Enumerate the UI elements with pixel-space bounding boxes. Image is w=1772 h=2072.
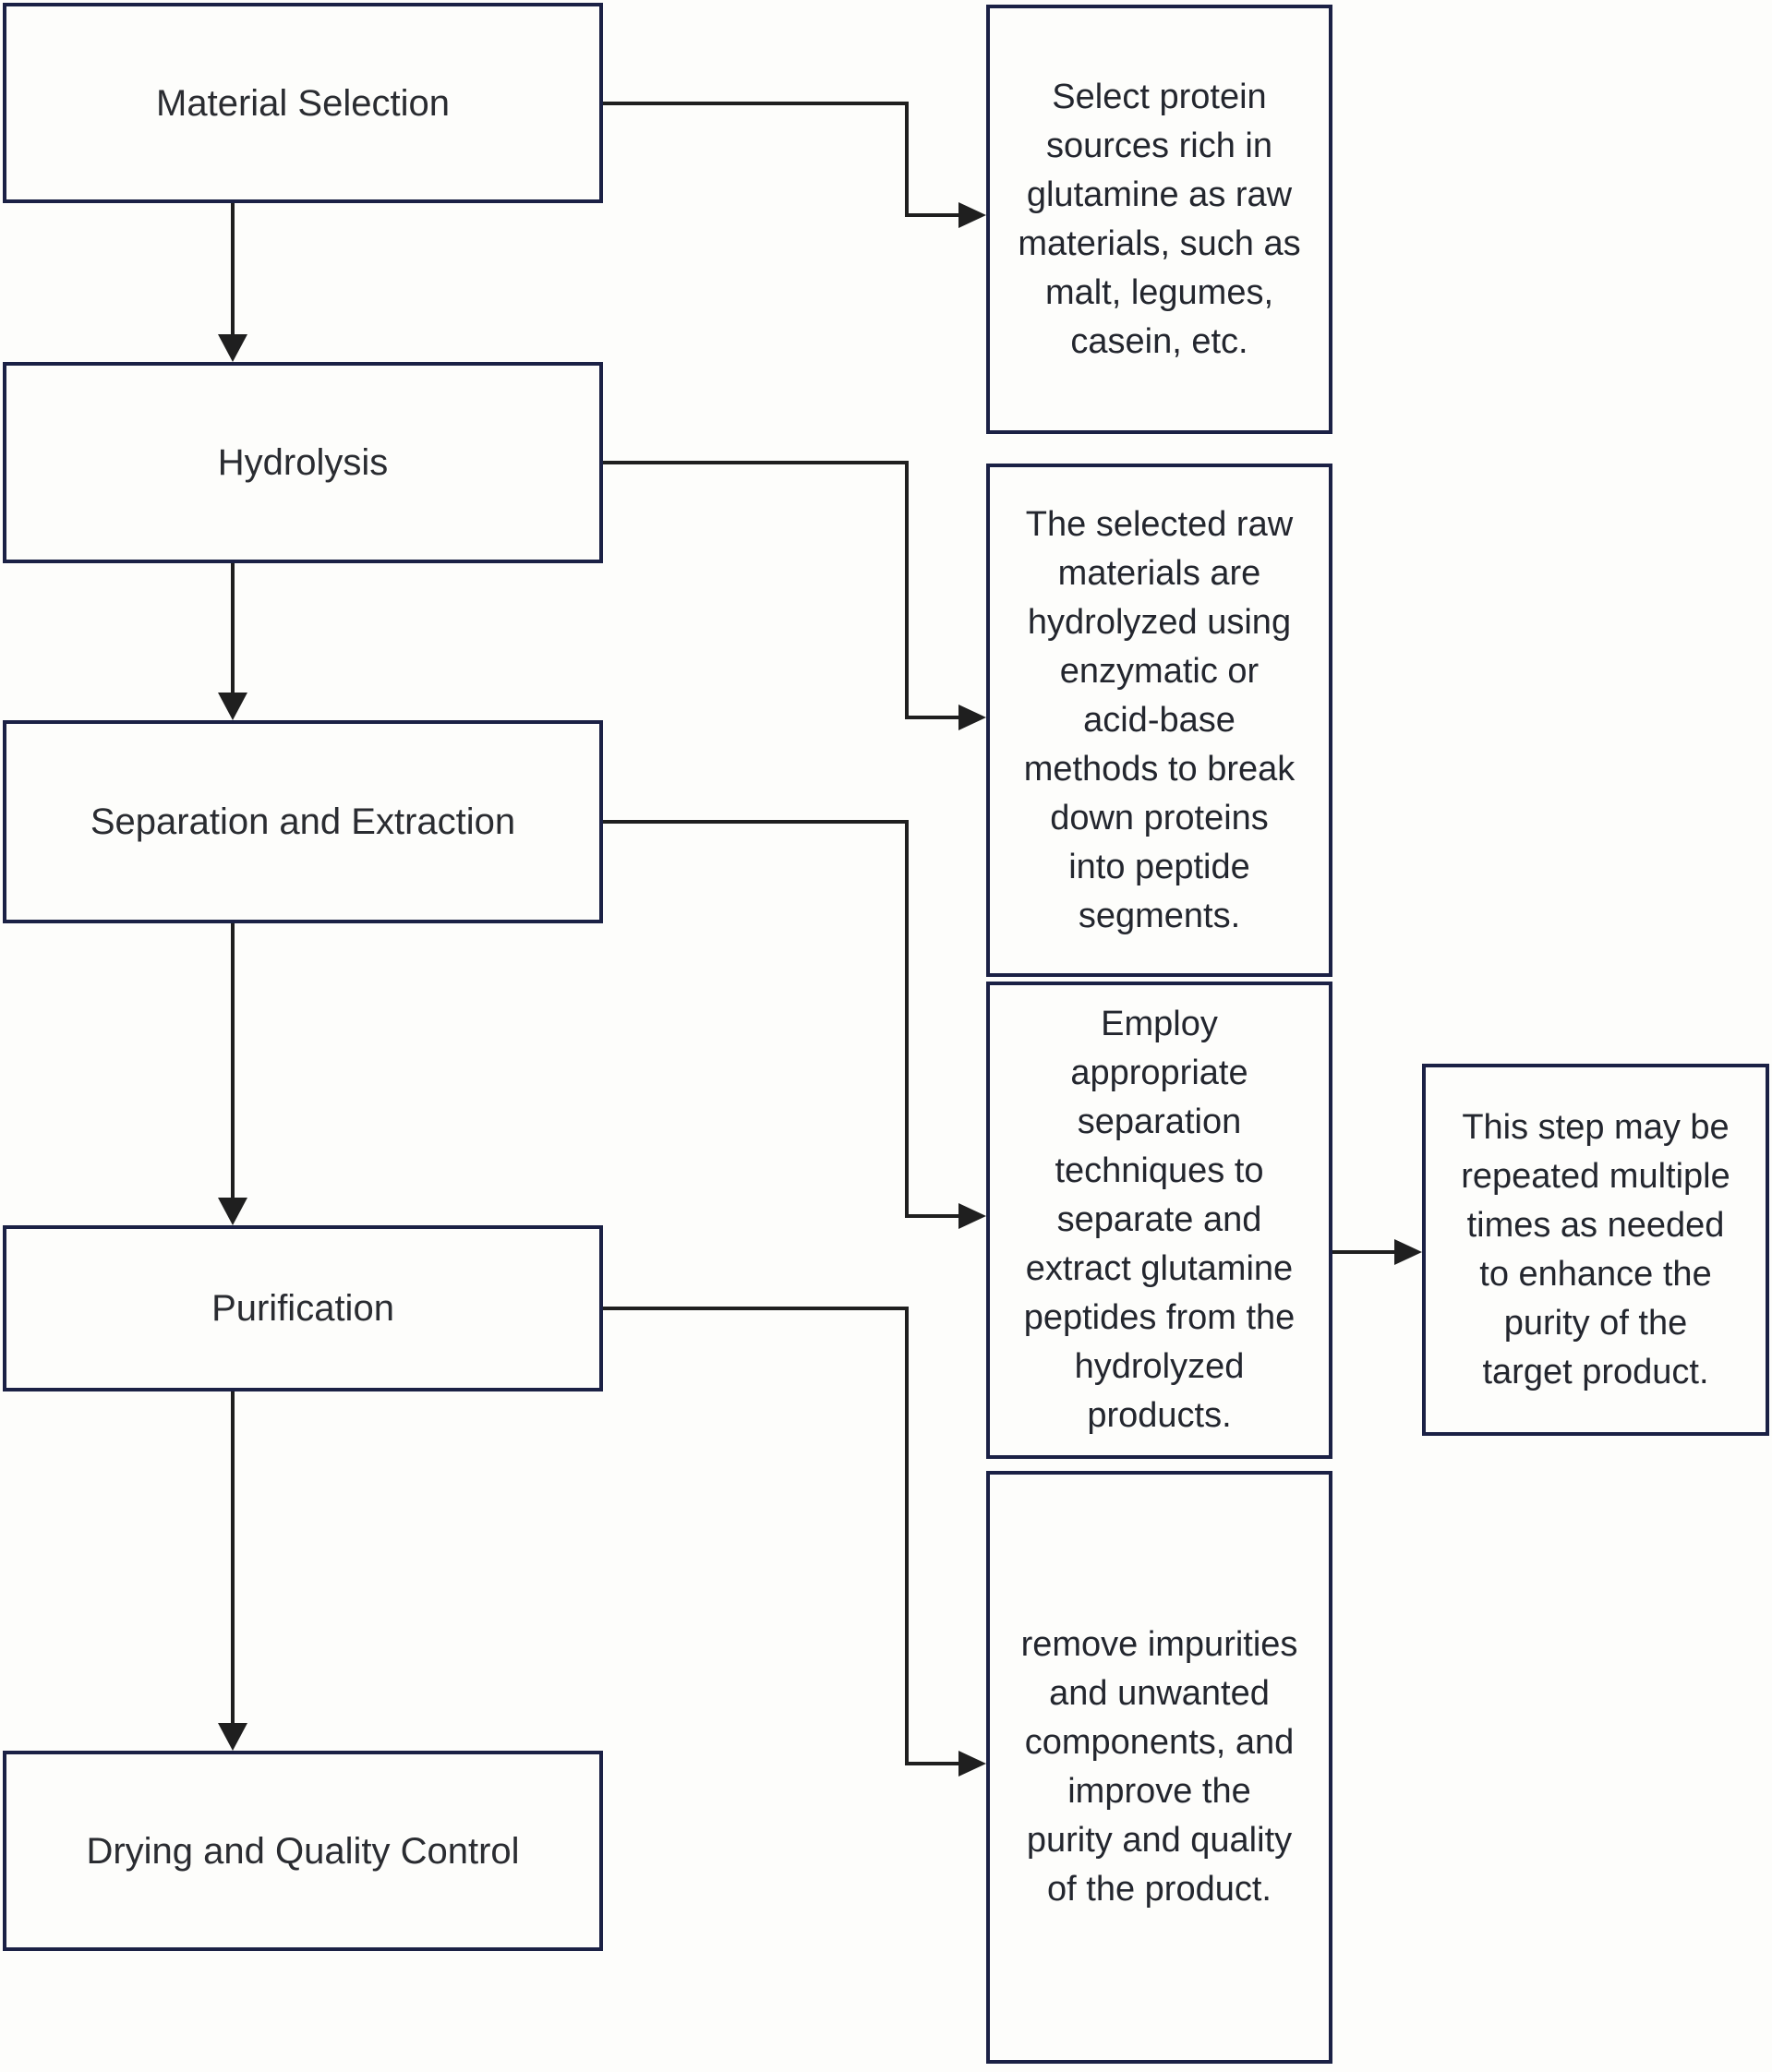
step-label: Purification: [211, 1288, 394, 1329]
description-box-separation-and-extraction: Employ appropriate separation techniques…: [986, 982, 1332, 1459]
step-box-separation-and-extraction: Separation and Extraction: [3, 720, 603, 923]
description-box-purification: remove impurities and unwanted component…: [986, 1471, 1332, 2064]
note-box-repetition: This step may be repeated multiple times…: [1422, 1064, 1769, 1436]
arrow-shaft: [231, 563, 235, 694]
arrowhead-down-icon: [218, 334, 247, 362]
arrowhead-right-icon: [958, 705, 986, 730]
connector-segment: [905, 213, 958, 217]
step-box-hydrolysis: Hydrolysis: [3, 362, 603, 563]
description-text: The selected raw materials are hydrolyze…: [1023, 504, 1296, 935]
arrowhead-down-icon: [218, 1198, 247, 1225]
step-box-purification: Purification: [3, 1225, 603, 1391]
step-box-material-selection: Material Selection: [3, 3, 603, 203]
description-box-hydrolysis: The selected raw materials are hydrolyze…: [986, 464, 1332, 977]
connector-segment: [905, 820, 909, 1218]
step-label: Material Selection: [156, 82, 450, 124]
arrow-shaft: [231, 1391, 235, 1725]
arrow-shaft: [231, 923, 235, 1199]
description-box-material-selection: Select protein sources rich in glutamine…: [986, 5, 1332, 434]
connector-segment: [1332, 1250, 1396, 1254]
step-label: Drying and Quality Control: [86, 1830, 520, 1872]
connector-segment: [905, 461, 909, 719]
connector-segment: [603, 1307, 909, 1310]
arrow-shaft: [231, 203, 235, 336]
arrowhead-right-icon: [1394, 1239, 1422, 1265]
description-text: Select protein sources rich in glutamine…: [1018, 77, 1301, 361]
step-label: Separation and Extraction: [90, 801, 516, 842]
arrowhead-right-icon: [958, 1751, 986, 1777]
connector-segment: [905, 1762, 958, 1765]
connector-segment: [905, 1307, 909, 1765]
connector-segment: [603, 102, 909, 105]
step-label: Hydrolysis: [217, 442, 389, 483]
arrowhead-down-icon: [218, 693, 247, 720]
description-text: Employ appropriate separation techniques…: [1023, 1005, 1296, 1435]
arrowhead-right-icon: [958, 202, 986, 228]
description-text: remove impurities and unwanted component…: [1020, 1625, 1298, 1909]
step-box-drying-and-quality-control: Drying and Quality Control: [3, 1751, 603, 1951]
connector-segment: [905, 102, 909, 217]
arrowhead-down-icon: [218, 1723, 247, 1751]
connector-segment: [905, 716, 958, 719]
connector-segment: [603, 461, 909, 464]
arrowhead-right-icon: [958, 1203, 986, 1229]
connector-segment: [603, 820, 909, 824]
note-text: This step may be repeated multiple times…: [1461, 1107, 1730, 1391]
connector-segment: [905, 1214, 958, 1218]
